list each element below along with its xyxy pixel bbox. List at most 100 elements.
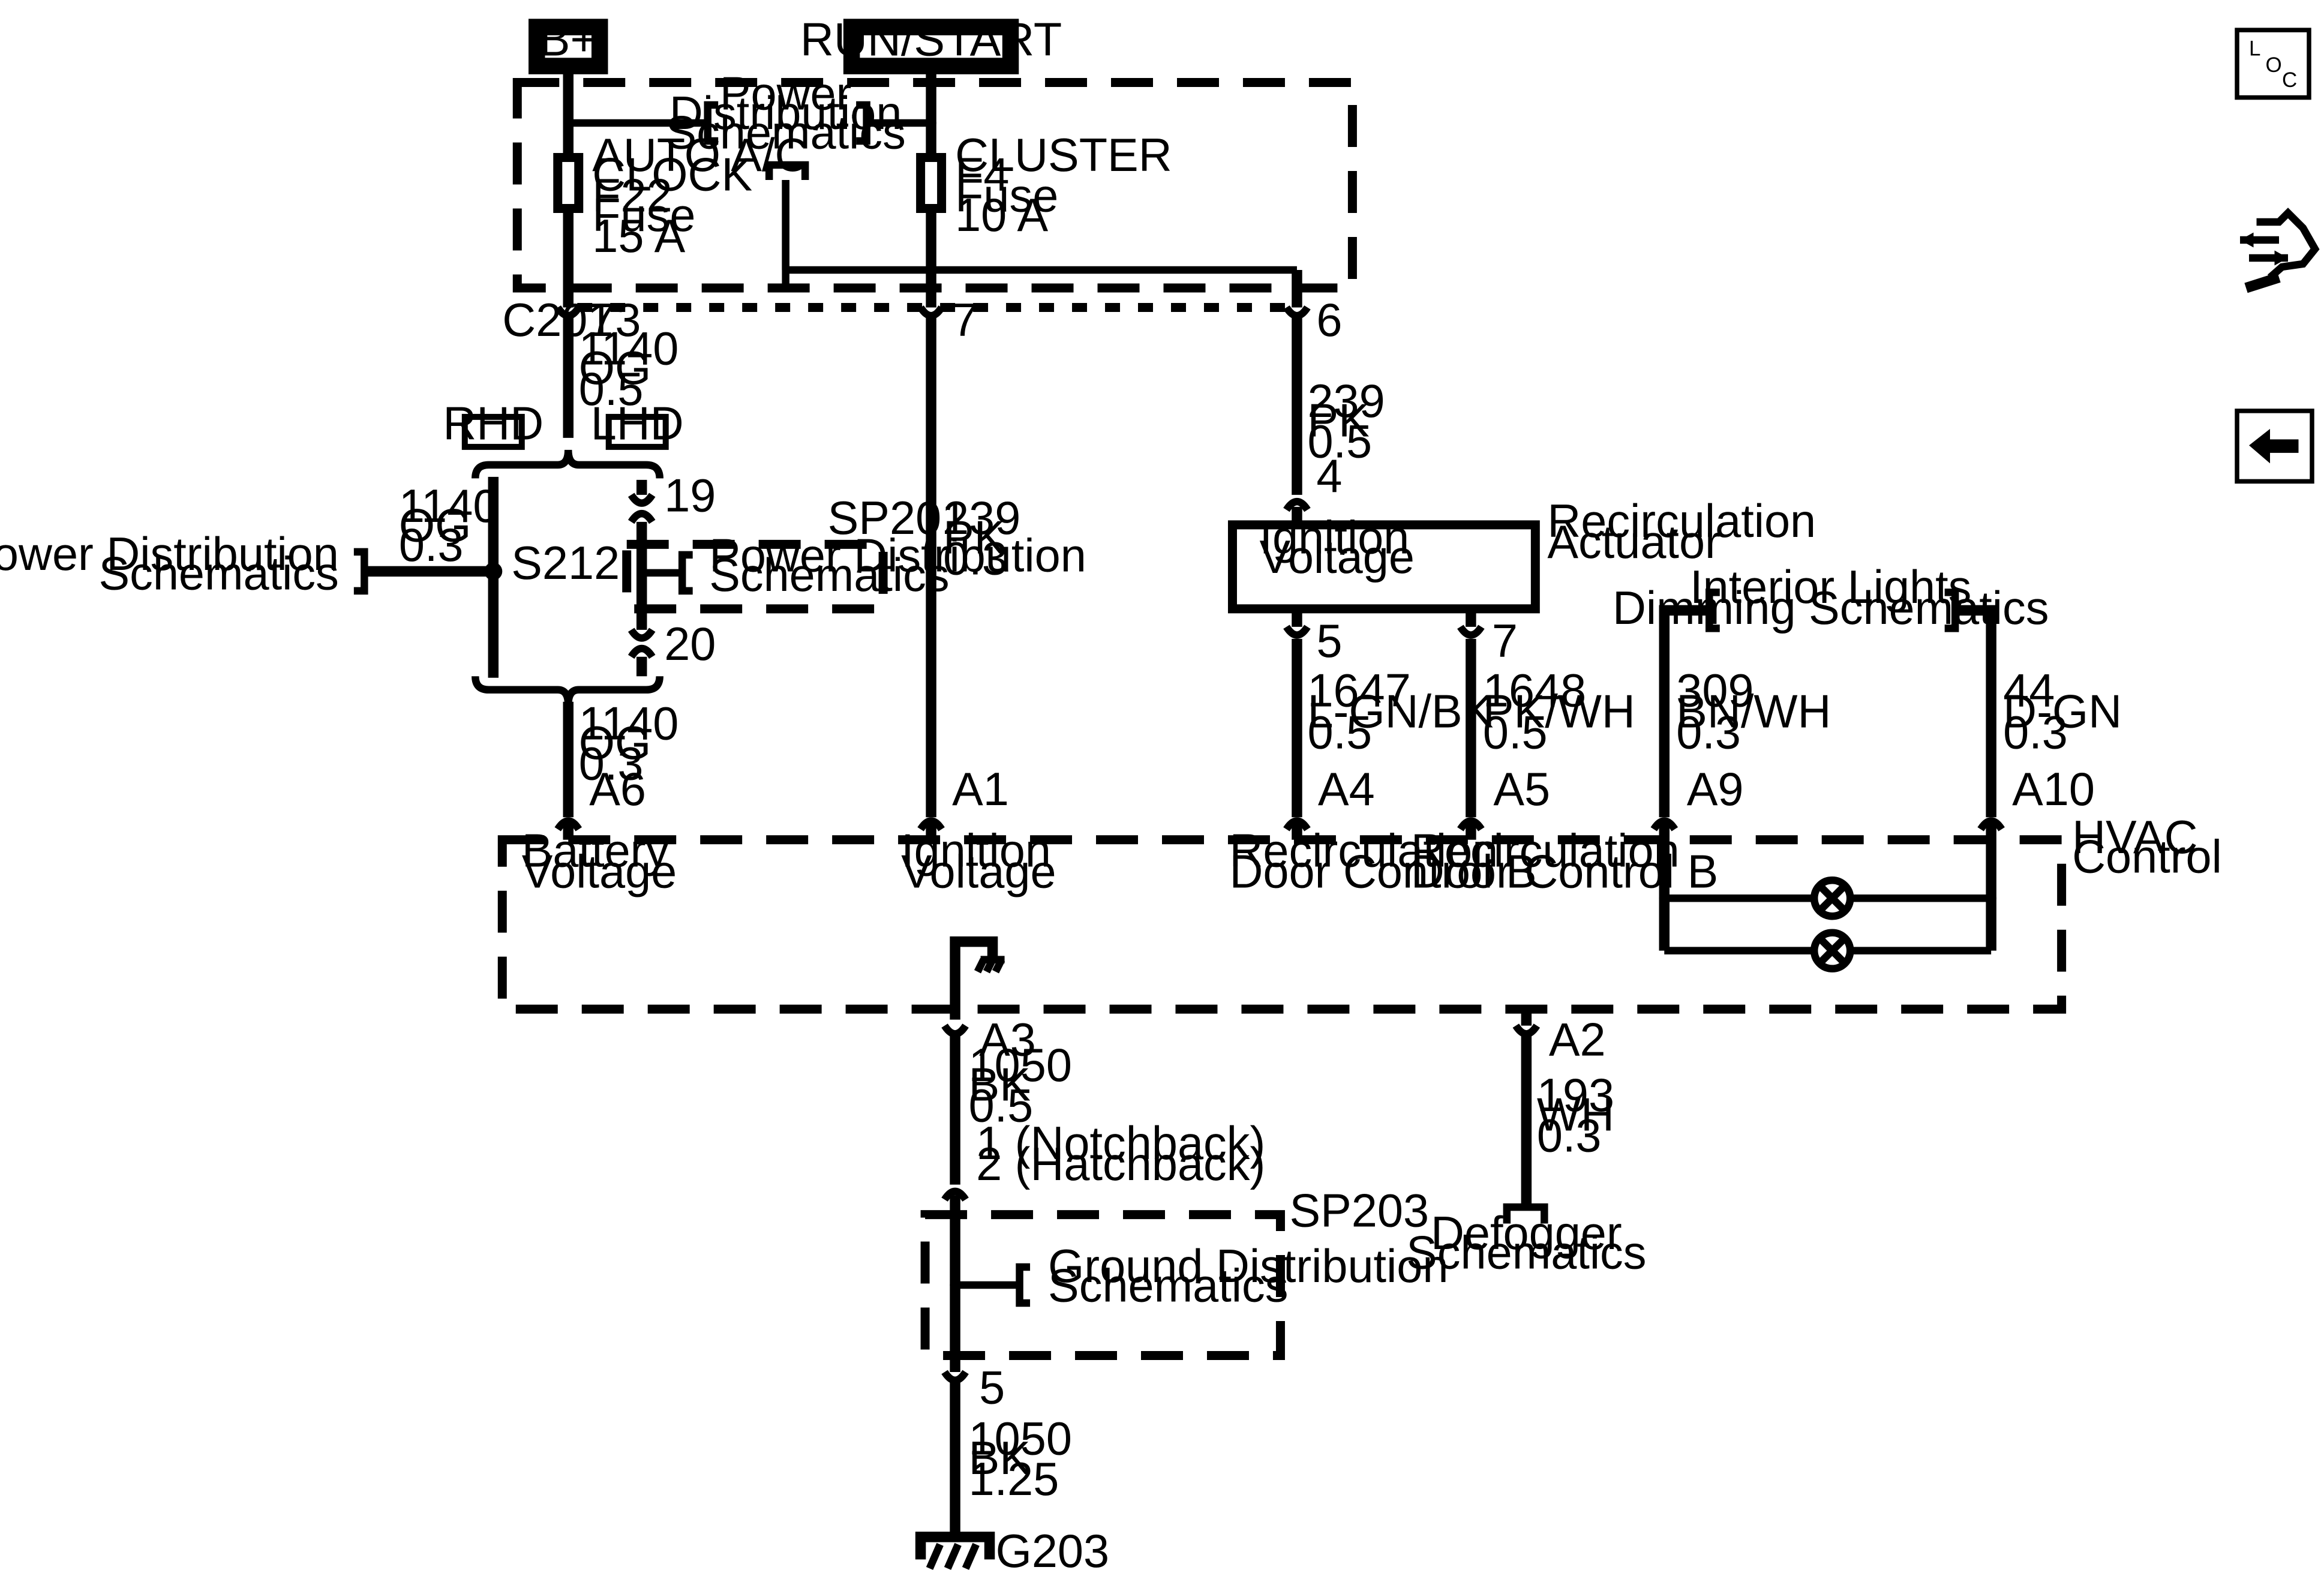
hvac-battery-voltage: Battery Voltage (522, 825, 677, 898)
sp201-outline (622, 539, 888, 614)
svg-text:CLUSTER: CLUSTER (955, 130, 1172, 181)
svg-text:RHD: RHD (443, 398, 544, 449)
svg-text:A6: A6 (589, 764, 646, 815)
svg-text:73: 73 (589, 295, 641, 346)
svg-text:OG: OG (579, 718, 651, 769)
power-distribution-ref-sp201[interactable]: Power Distribution Schematics (678, 530, 1086, 601)
svg-text:PK/WH: PK/WH (1483, 686, 1635, 737)
svg-text:Actuator: Actuator (1547, 517, 1721, 568)
hvac-control-outline (497, 835, 2067, 1014)
svg-text:1648: 1648 (1483, 665, 1586, 716)
svg-text:5: 5 (979, 1362, 1005, 1413)
svg-text:A10: A10 (2012, 764, 2095, 815)
svg-text:239: 239 (943, 493, 1020, 544)
svg-text:L-GN/BK: L-GN/BK (1307, 686, 1493, 737)
svg-text:PK: PK (1307, 395, 1369, 446)
svg-text:SP201: SP201 (828, 493, 968, 544)
svg-text:1140: 1140 (579, 323, 679, 374)
wire-239-mid-label: 239 PK 0.3 (943, 493, 1020, 584)
svg-text:Interior Lights: Interior Lights (1690, 562, 1971, 613)
wire-1647-label: 1647 L-GN/BK 0.5 (1307, 665, 1493, 758)
svg-text:Ignition: Ignition (1259, 512, 1409, 563)
svg-text:S212: S212 (511, 538, 620, 589)
option-rhd: RHD (443, 398, 544, 450)
svg-text:Schematics: Schematics (1406, 1227, 1646, 1279)
hvac-pin-a2: A2 (1512, 1009, 1606, 1066)
power-distribution-ref-left[interactable]: Power Distribution Schematics (0, 529, 368, 599)
wire-1648-label: 1648 PK/WH 0.5 (1483, 665, 1635, 758)
hvac-pin-a1: A1 (917, 764, 1009, 840)
svg-text:Fuse: Fuse (592, 190, 695, 241)
wire-239-right-label: 239 PK 0.5 (1307, 376, 1385, 467)
svg-text:0.3: 0.3 (399, 520, 464, 571)
svg-text:19: 19 (664, 470, 716, 521)
hvac-pin-a9: A9 (1650, 764, 1744, 831)
svg-text:Voltage: Voltage (522, 846, 677, 898)
hvac-pin-a6: A6 (554, 764, 646, 840)
svg-text:1050: 1050 (969, 1040, 1072, 1091)
wire-1050-bottom-label: 1050 BK 1.25 (969, 1413, 1072, 1505)
svg-text:Schematics: Schematics (709, 550, 949, 601)
svg-text:D-GN: D-GN (2003, 686, 2122, 737)
svg-text:F4: F4 (955, 149, 1009, 201)
hvac-pin-a10: A10 (1977, 764, 2095, 831)
svg-text:0.5: 0.5 (1307, 707, 1372, 758)
svg-text:Defogger: Defogger (1431, 1208, 1622, 1259)
svg-text:Fuse: Fuse (955, 170, 1058, 221)
power-distribution-ref-top[interactable]: Power Distribution Schematics (665, 68, 905, 159)
svg-text:Control: Control (2072, 831, 2222, 883)
svg-text:Voltage: Voltage (901, 846, 1056, 898)
svg-text:Recirculation: Recirculation (1411, 825, 1680, 877)
svg-text:A4: A4 (1318, 764, 1375, 815)
fuse-f4 (916, 153, 947, 213)
chassis-ground-icon (950, 936, 1005, 1020)
svg-text:1140: 1140 (399, 481, 499, 532)
svg-text:193: 193 (1537, 1070, 1614, 1121)
svg-text:Schematics: Schematics (665, 107, 905, 159)
hvac-ignition-voltage: Ignition Voltage (901, 825, 1056, 898)
svg-text:B+: B+ (539, 14, 597, 66)
svg-text:OG: OG (399, 500, 472, 551)
location-button[interactable]: L O C (2235, 28, 2311, 100)
hvac-pin-a4: A4 (1283, 764, 1375, 840)
svg-text:LHD: LHD (591, 398, 684, 449)
interior-lights-ref[interactable]: Interior Lights Dimming Schematics (1613, 562, 2049, 634)
svg-text:Door Control B: Door Control B (1229, 846, 1536, 898)
svg-text:2 (Hatchback): 2 (Hatchback) (976, 1139, 1265, 1190)
actuator-inner-label: Ignition Voltage (1259, 512, 1414, 583)
ground-distribution-ref[interactable]: Ground Distribution Schematics (1016, 1241, 1449, 1312)
svg-text:AUTO A/C: AUTO A/C (592, 130, 808, 181)
svg-text:A3: A3 (979, 1014, 1036, 1066)
recirculation-actuator (1227, 520, 1540, 614)
fuse-f22 (553, 153, 584, 213)
svg-text:0.3: 0.3 (579, 739, 644, 790)
back-button[interactable] (2235, 409, 2314, 484)
option-lhd: LHD (591, 398, 684, 450)
bplus-label: B+ (529, 14, 608, 74)
svg-text:Ground Distribution: Ground Distribution (1048, 1241, 1448, 1292)
svg-text:Battery: Battery (522, 825, 669, 877)
svg-text:1.25: 1.25 (969, 1454, 1059, 1505)
wire-1140-bottom-label: 1140 OG 0.3 (579, 698, 679, 789)
svg-text:BN/WH: BN/WH (1676, 686, 1831, 737)
svg-text:1 (Notchback): 1 (Notchback) (976, 1118, 1265, 1169)
svg-text:A1: A1 (952, 764, 1009, 815)
svg-text:BK: BK (969, 1059, 1031, 1111)
svg-text:0.3: 0.3 (1676, 707, 1741, 758)
svg-text:C: C (2282, 68, 2297, 92)
back-arrow-icon (2249, 428, 2299, 464)
svg-text:44: 44 (2003, 665, 2055, 716)
defogger-ref[interactable]: Defogger Schematics (1406, 1208, 1646, 1278)
svg-text:0.5: 0.5 (1483, 707, 1548, 758)
hvac-control-title: HVAC Control (2072, 812, 2222, 882)
svg-text:Power Distribution: Power Distribution (709, 530, 1086, 581)
svg-text:5: 5 (1316, 616, 1342, 667)
svg-text:309: 309 (1676, 665, 1753, 716)
ground-g203-icon (915, 1532, 995, 1570)
svg-text:F22: F22 (592, 170, 672, 221)
svg-text:Recirculation: Recirculation (1547, 496, 1816, 547)
sp203-outline (920, 1210, 1285, 1361)
svg-text:HVAC: HVAC (2072, 812, 2197, 863)
svg-text:20: 20 (664, 619, 716, 670)
connector-view-icon[interactable] (2240, 208, 2320, 293)
